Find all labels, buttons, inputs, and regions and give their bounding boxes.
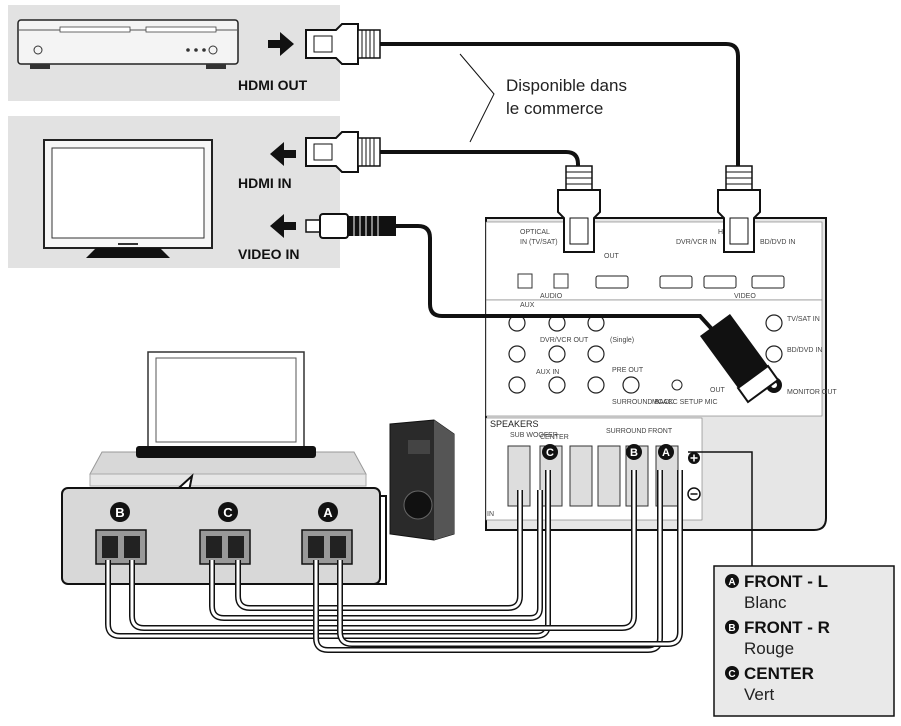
rca-plug-icon: [305, 213, 396, 239]
dvr-vcr-in-label: DVR/VCR IN: [676, 239, 716, 246]
speaker-terminal-a: A: [301, 502, 353, 565]
marker-a-badge: [658, 444, 674, 460]
marker-c-label: C: [223, 505, 233, 520]
optical-port: [553, 273, 569, 289]
speakers-label: SPEAKERS: [490, 419, 539, 429]
marker-b-text: B: [630, 447, 638, 459]
hdmi-out-label: HDMI OUT: [238, 77, 308, 93]
legend-item-name: FRONT - R: [744, 618, 830, 637]
optical-port: [517, 273, 533, 289]
legend-marker-a: [725, 574, 739, 588]
television: [43, 139, 213, 258]
hdmi-in-label: HDMI IN: [238, 175, 292, 191]
legend-item-color: Rouge: [744, 639, 794, 658]
hdmi-plug-icon: [305, 23, 381, 65]
speaker-terminal-b: B: [95, 502, 147, 565]
legend-marker-b: [725, 620, 739, 634]
laptop-on-table: [89, 351, 367, 487]
video-in-label: VIDEO IN: [238, 246, 299, 262]
bd-dvd-in-jack-label: BD/DVD IN: [787, 347, 822, 354]
subwoofer-speaker: [389, 419, 455, 541]
marker-a-label: A: [323, 505, 333, 520]
pre-out-label: PRE OUT: [612, 367, 644, 374]
marker-b-badge: [626, 444, 642, 460]
video-label: VIDEO: [734, 293, 756, 300]
arrow-left-icon: [270, 214, 296, 238]
mcacc-mic-jack: [671, 379, 683, 391]
callout-bracket: [459, 53, 495, 143]
front-terminal-label: FRONT: [648, 428, 673, 435]
rca-plug-icon: [700, 314, 780, 404]
blu-ray-player: [17, 19, 239, 69]
speaker-terminal-c: C: [199, 502, 251, 565]
hdmi-out-port-label: OUT: [604, 253, 620, 260]
hdmi-port: [751, 275, 785, 289]
svg-text:C: C: [728, 669, 735, 680]
center-terminal-label: CENTER: [540, 434, 569, 441]
legend-marker-c: [725, 666, 739, 680]
svg-text:B: B: [728, 623, 735, 634]
surround-back-label: SURROUND BACK: [612, 399, 674, 406]
in-label: IN: [487, 511, 494, 518]
subwoofer-label: SUB WOOFER: [510, 432, 558, 439]
mcacc-label: MCACC SETUP MIC: [652, 399, 718, 406]
callout-text-line1: Disponible dans: [506, 76, 627, 95]
video-out-label: OUT: [710, 387, 726, 394]
hdmi-plug-icon: [717, 165, 761, 253]
speaker-wires: [105, 470, 683, 653]
audio-label: AUDIO: [540, 293, 563, 300]
legend-item-name: FRONT - L: [744, 572, 828, 591]
bd-dvd-in-label: BD/DVD IN: [760, 239, 795, 246]
legend-item-color: Vert: [744, 685, 775, 704]
hdmi-cable-tv: [380, 150, 580, 190]
arrow-right-icon: [268, 32, 294, 56]
aux-label: AUX: [520, 302, 535, 309]
optical-label: OPTICAL: [520, 229, 550, 236]
legend-item-name: CENTER: [744, 664, 814, 683]
surround-terminal-label: SURROUND: [606, 428, 646, 435]
marker-b-label: B: [115, 505, 124, 520]
marker-c-text: C: [546, 447, 554, 459]
dvr-vcr-out-label: DVR/VCR OUT: [540, 337, 589, 344]
hdmi-plug-icon: [305, 131, 381, 173]
hdmi-plug-icon: [557, 165, 601, 253]
marker-a-text: A: [662, 447, 670, 459]
callout-text-line2: le commerce: [506, 99, 603, 118]
hdmi-port: [595, 275, 629, 289]
video-cable: [396, 224, 742, 362]
aux-in-label: AUX IN: [536, 369, 559, 376]
hdmi-port: [659, 275, 693, 289]
hdmi-cable-player: [380, 42, 740, 190]
marker-c-badge: [542, 444, 558, 460]
hdmi-port: [703, 275, 737, 289]
monitor-out-label: MONITOR OUT: [787, 389, 837, 396]
tv-sat-in-label: TV/SAT IN: [787, 316, 820, 323]
svg-text:A: A: [728, 577, 735, 588]
legend-item-color: Blanc: [744, 593, 787, 612]
optical-sub-label: IN (TV/SAT): [520, 239, 558, 246]
legend-leader: [688, 451, 753, 566]
single-label: (Single): [610, 337, 634, 344]
wire-color-legend: A FRONT - L Blanc B FRONT - R Rouge C CE…: [713, 565, 895, 717]
arrow-left-icon: [270, 142, 296, 166]
